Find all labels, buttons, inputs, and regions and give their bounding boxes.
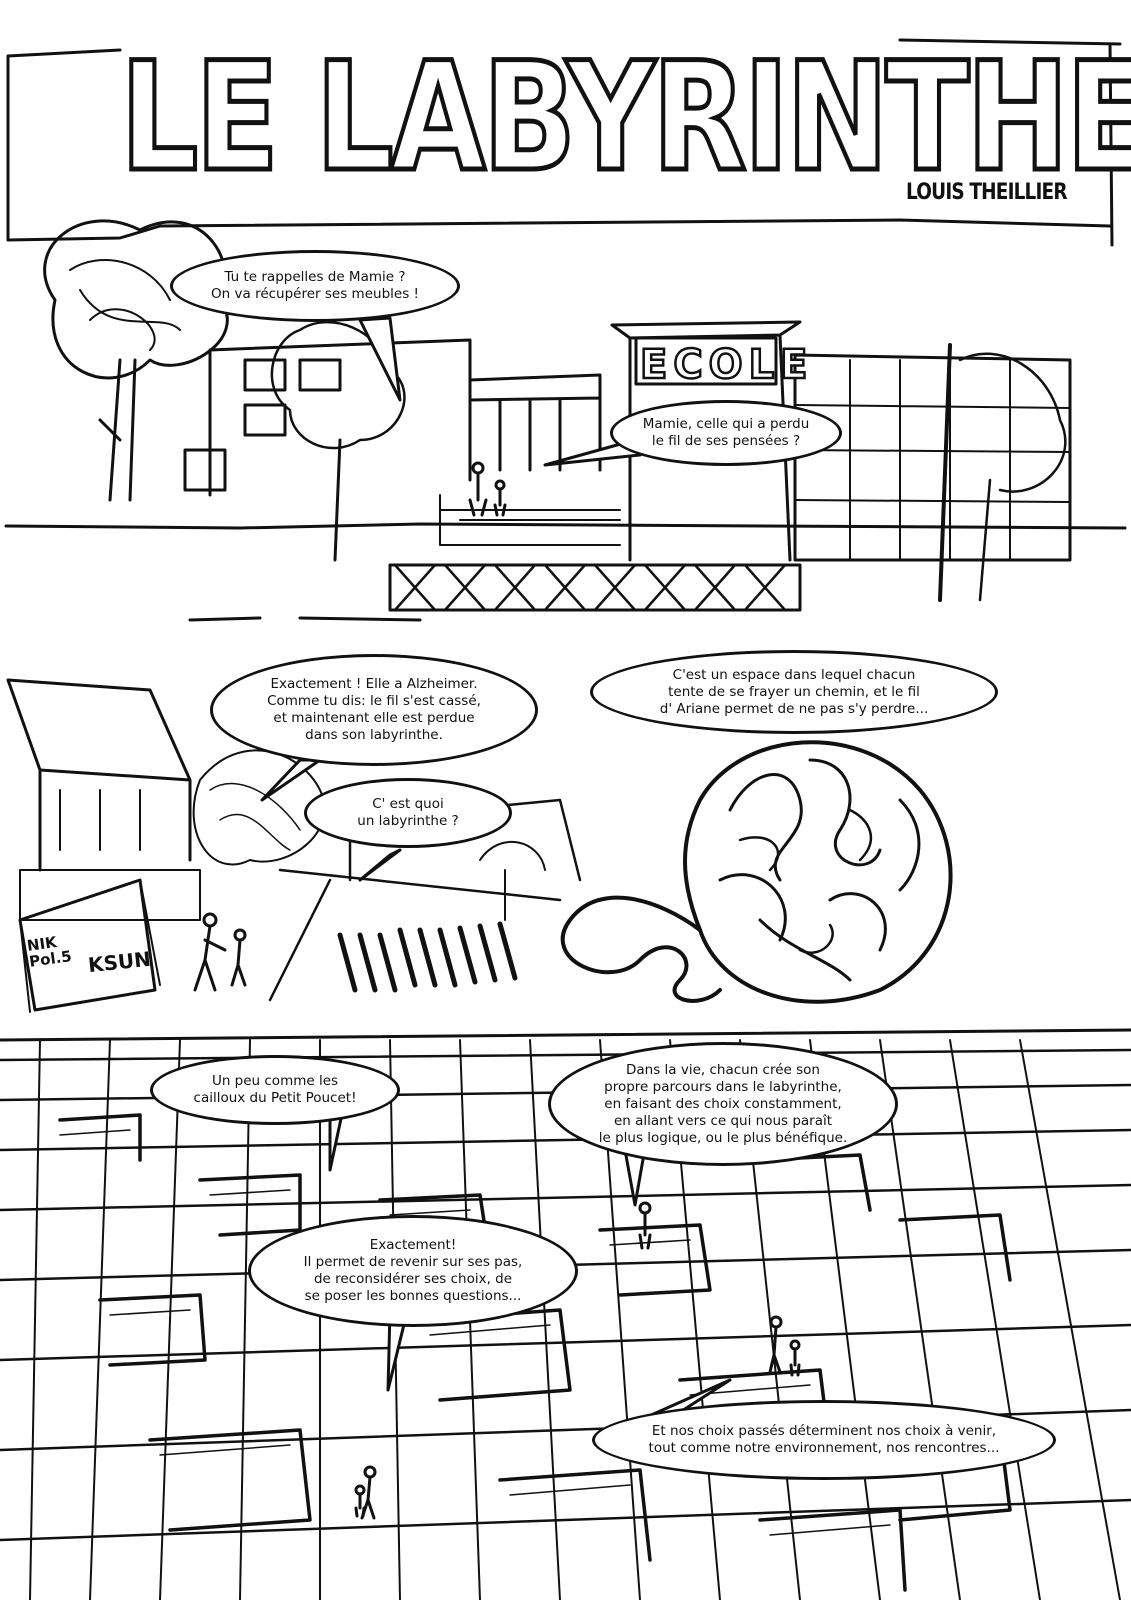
bubble-text: Mamie, celle qui a perdu le fil de ses p… [642,416,810,449]
container-tag-1: NIK Pol.5 [25,932,73,971]
bubble-text: Dans la vie, chacun crée son propre parc… [598,1061,848,1146]
bubble-text: C'est un espace dans lequel chacun tente… [659,666,929,717]
speech-bubble: C' est quoi un labyrinthe ? [304,778,512,848]
school-sign: ECOLE [639,341,814,390]
speech-bubble: Dans la vie, chacun crée son propre parc… [548,1042,898,1166]
panel-1-border [4,522,1127,530]
speech-bubble: Un peu comme les cailloux du Petit Pouce… [150,1055,400,1125]
maze-figures [354,1201,801,1520]
speech-bubble: Exactement! Il permet de revenir sur ses… [248,1215,578,1327]
comic-title: LE LABYRINTHE [118,31,1131,205]
panel-2-figures [193,912,247,992]
speech-bubble: Tu te rappelles de Mamie ? On va récupér… [170,250,460,322]
speech-bubble: Exactement ! Elle a Alzheimer. Comme tu … [210,654,538,766]
bubble-text: Exactement ! Elle a Alzheimer. Comme tu … [267,676,481,743]
bubble-text: Un peu comme les cailloux du Petit Pouce… [193,1073,357,1106]
yarn-ball [560,740,953,1004]
panel-1-buildings [183,320,1072,602]
speech-bubble: C'est un espace dans lequel chacun tente… [590,650,998,734]
panel-1-figures [468,461,507,517]
title-frame [6,38,1122,247]
bubble-text: Exactement! Il permet de revenir sur ses… [303,1237,523,1304]
panel-2-dumpster [18,878,161,1013]
panel-1-fence [188,563,802,622]
bubble-text: Tu te rappelles de Mamie ? On va récupér… [211,269,419,302]
bubble-text: C' est quoi un labyrinthe ? [357,796,459,829]
bubble-text: Et nos choix passés déterminent nos choi… [648,1423,1000,1456]
speech-bubble: Mamie, celle qui a perdu le fil de ses p… [610,400,842,466]
speech-bubble: Et nos choix passés déterminent nos choi… [592,1400,1056,1480]
author-name: LOUIS THEILLIER [906,180,1068,205]
